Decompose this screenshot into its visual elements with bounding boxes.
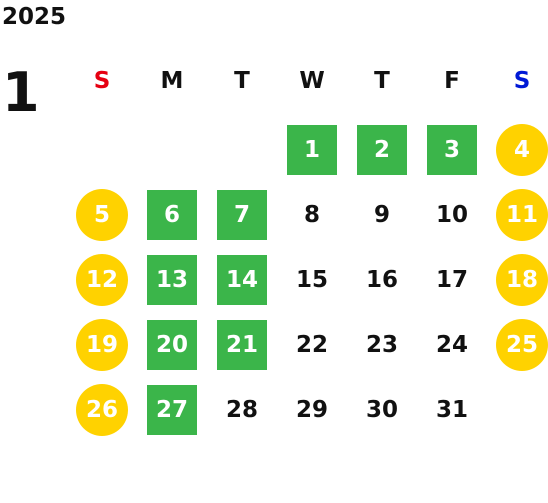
day-cell: 28 <box>225 397 258 423</box>
day-cell: 1 <box>287 125 337 175</box>
day-cell: 10 <box>435 202 468 228</box>
day-cell: 22 <box>295 332 328 358</box>
weekday-header: T <box>234 68 250 94</box>
day-cell: 8 <box>303 202 320 228</box>
day-cell: 2 <box>357 125 407 175</box>
day-cell: 27 <box>147 385 197 435</box>
weekday-header: F <box>444 68 460 94</box>
day-cell: 16 <box>365 267 398 293</box>
day-cell: 18 <box>496 254 548 306</box>
weekday-header: T <box>374 68 390 94</box>
day-cell: 9 <box>373 202 390 228</box>
day-cell: 15 <box>295 267 328 293</box>
day-cell: 6 <box>147 190 197 240</box>
calendar-month: 1 <box>2 61 40 124</box>
day-cell: 3 <box>427 125 477 175</box>
day-cell: 29 <box>295 397 328 423</box>
day-cell: 26 <box>76 384 128 436</box>
calendar-year: 2025 <box>2 4 67 30</box>
weekday-header: W <box>299 68 325 94</box>
day-cell: 13 <box>147 255 197 305</box>
day-cell: 21 <box>217 320 267 370</box>
day-cell: 5 <box>76 189 128 241</box>
day-cell: 12 <box>76 254 128 306</box>
day-cell: 14 <box>217 255 267 305</box>
day-cell: 31 <box>435 397 468 423</box>
day-cell: 4 <box>496 124 548 176</box>
day-cell: 30 <box>365 397 398 423</box>
weekday-header: S <box>513 68 531 94</box>
day-cell: 25 <box>496 319 548 371</box>
day-cell: 20 <box>147 320 197 370</box>
day-cell: 23 <box>365 332 398 358</box>
day-cell: 17 <box>435 267 468 293</box>
day-cell: 19 <box>76 319 128 371</box>
weekday-header: S <box>93 68 111 94</box>
day-cell: 7 <box>217 190 267 240</box>
day-cell: 24 <box>435 332 468 358</box>
weekday-header: M <box>160 68 184 94</box>
day-cell: 11 <box>496 189 548 241</box>
